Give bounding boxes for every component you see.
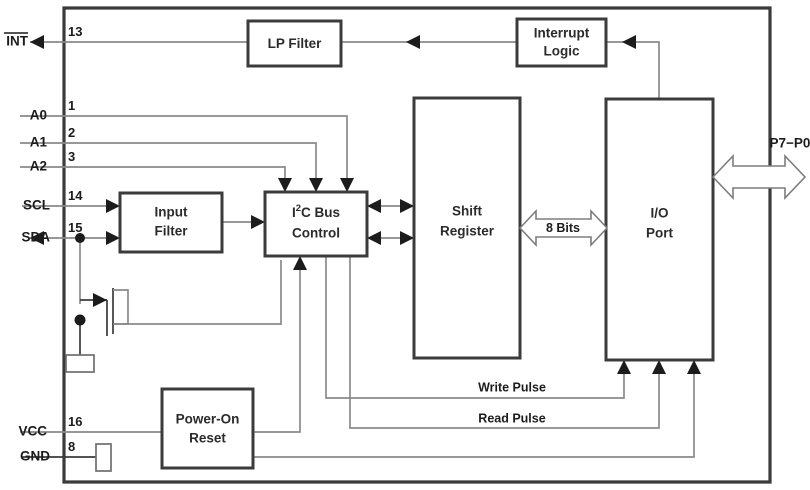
arrowhead-layer bbox=[30, 35, 701, 374]
block-layer: LP Filter Interrupt Logic Input Filter I… bbox=[118, 17, 715, 470]
wire-a1 bbox=[20, 142, 317, 180]
pin-label-layer: INT 13 A0 1 A1 2 A2 3 SCL 14 SDA 15 VCC … bbox=[4, 24, 83, 464]
wire-por-to-ioport bbox=[253, 372, 695, 458]
block-input-filter-label-line2: Filter bbox=[154, 224, 188, 239]
arrow-lpfilter-in bbox=[406, 35, 420, 49]
block-power-on-reset[interactable]: Power-On Reset bbox=[160, 387, 255, 470]
signal-label-write-pulse: Write Pulse bbox=[478, 380, 546, 394]
block-interrupt-logic[interactable]: Interrupt Logic bbox=[515, 17, 608, 68]
pin-label-gnd: GND bbox=[20, 449, 50, 464]
block-shift-register-label-line2: Register bbox=[440, 224, 495, 239]
arrow-a0-down bbox=[340, 178, 354, 192]
arrow-fet-gate bbox=[93, 293, 107, 307]
block-shift-register-label-line1: Shift bbox=[452, 204, 482, 219]
pin-a1: A1 2 bbox=[30, 125, 76, 150]
arrow-i2c-sr-right-l bbox=[400, 231, 414, 245]
port-label-p7-p0: P7−P0 bbox=[770, 136, 810, 151]
wire-layer bbox=[20, 41, 695, 458]
block-io-port[interactable]: I/O Port bbox=[604, 97, 715, 362]
bus-arrow-8bits bbox=[518, 208, 609, 248]
pin-number-16: 16 bbox=[68, 414, 82, 429]
junction-layer bbox=[74, 233, 86, 326]
bus-arrow-layer: 8 Bits P7−P0 bbox=[518, 136, 810, 248]
block-io-port-label-line1: I/O bbox=[650, 206, 668, 221]
junction-dot-fet-source bbox=[74, 314, 86, 326]
arrow-i2c-sr-left-l bbox=[367, 231, 381, 245]
pin-label-scl: SCL bbox=[23, 198, 50, 213]
pin-number-15: 15 bbox=[68, 220, 82, 235]
wire-por-to-i2c bbox=[253, 264, 301, 433]
arrow-a1-down bbox=[309, 178, 323, 192]
block-i2c-bus-control-label-line2: Control bbox=[292, 226, 340, 241]
pin-label-int: INT bbox=[6, 34, 29, 49]
i2c-label-cbus: C Bus bbox=[301, 205, 340, 220]
arrow-int-out bbox=[30, 35, 44, 49]
junction-dot-sda bbox=[75, 233, 85, 243]
block-lp-filter[interactable]: LP Filter bbox=[246, 19, 343, 68]
pin-number-3: 3 bbox=[68, 149, 75, 164]
pin-number-2: 2 bbox=[68, 125, 75, 140]
bus-arrow-p7-p0 bbox=[711, 154, 807, 200]
arrow-scl-in bbox=[106, 199, 120, 213]
pin-number-1: 1 bbox=[68, 98, 75, 113]
fet-drain-lead bbox=[113, 289, 129, 325]
pin-label-vcc: VCC bbox=[18, 424, 47, 439]
block-io-port-label-line2: Port bbox=[646, 226, 674, 241]
pin-scl: SCL 14 bbox=[23, 188, 83, 213]
wire-interrupt-from-ioport bbox=[606, 41, 660, 99]
symbol-layer bbox=[65, 288, 129, 472]
pin-number-8: 8 bbox=[68, 439, 75, 454]
pin-int: INT 13 bbox=[4, 24, 82, 49]
gnd-element-box bbox=[95, 443, 112, 472]
chip-boundary bbox=[62, 6, 772, 484]
arrow-por-ioport-up bbox=[687, 360, 701, 374]
block-power-on-reset-label-line2: Reset bbox=[189, 431, 226, 446]
pin-number-14: 14 bbox=[68, 188, 83, 203]
arrow-sda-in bbox=[106, 231, 120, 245]
block-i2c-bus-control-label-line1: I2C Bus bbox=[292, 203, 340, 220]
i2c-label-i: I bbox=[292, 205, 296, 220]
pin-a2: A2 3 bbox=[30, 149, 76, 174]
block-shift-register[interactable]: Shift Register bbox=[412, 96, 522, 360]
arrow-sda-out bbox=[30, 231, 44, 245]
block-power-on-reset-label-line1: Power-On bbox=[176, 412, 240, 427]
pin-label-a0: A0 bbox=[30, 108, 47, 123]
bus-label-8bits: 8 Bits bbox=[546, 221, 580, 235]
arrow-por-to-i2c-up bbox=[293, 256, 307, 270]
block-input-filter[interactable]: Input Filter bbox=[118, 191, 224, 254]
pin-a0: A0 1 bbox=[30, 98, 76, 123]
block-interrupt-logic-label-line1: Interrupt bbox=[534, 26, 590, 41]
arrow-a2-down bbox=[278, 178, 292, 192]
arrow-i2c-sr-right-u bbox=[400, 199, 414, 213]
arrow-filter-to-i2c bbox=[251, 215, 265, 229]
wire-a0 bbox=[20, 115, 348, 180]
wire-write-pulse bbox=[325, 256, 625, 399]
pin-vcc: VCC 16 bbox=[18, 414, 82, 439]
arrow-read-pulse-up bbox=[652, 360, 666, 374]
block-input-filter-label-line1: Input bbox=[155, 205, 188, 220]
arrow-write-pulse-up bbox=[617, 360, 631, 374]
block-interrupt-logic-label-line2: Logic bbox=[544, 44, 580, 59]
block-lp-filter-label: LP Filter bbox=[268, 36, 323, 51]
pin-label-a1: A1 bbox=[30, 135, 48, 150]
pin-label-a2: A2 bbox=[30, 159, 47, 174]
pin-sda: SDA 15 bbox=[21, 220, 82, 245]
block-i2c-bus-control[interactable]: I2C Bus Control bbox=[263, 190, 369, 258]
wire-fet-drain-out bbox=[112, 260, 282, 325]
wire-read-pulse bbox=[349, 256, 660, 429]
pin-gnd: GND 8 bbox=[20, 439, 75, 464]
pin-number-13: 13 bbox=[68, 24, 82, 39]
signal-label-read-pulse: Read Pulse bbox=[478, 411, 545, 425]
arrow-i2c-sr-left-u bbox=[367, 199, 381, 213]
source-element-box bbox=[65, 354, 95, 373]
pin-label-sda: SDA bbox=[21, 230, 50, 245]
signal-label-layer: Write Pulse Read Pulse bbox=[478, 380, 546, 425]
i2c-label-superscript-2: 2 bbox=[296, 203, 301, 214]
arrow-interrupt-in bbox=[622, 35, 636, 49]
wire-a2 bbox=[20, 166, 286, 180]
